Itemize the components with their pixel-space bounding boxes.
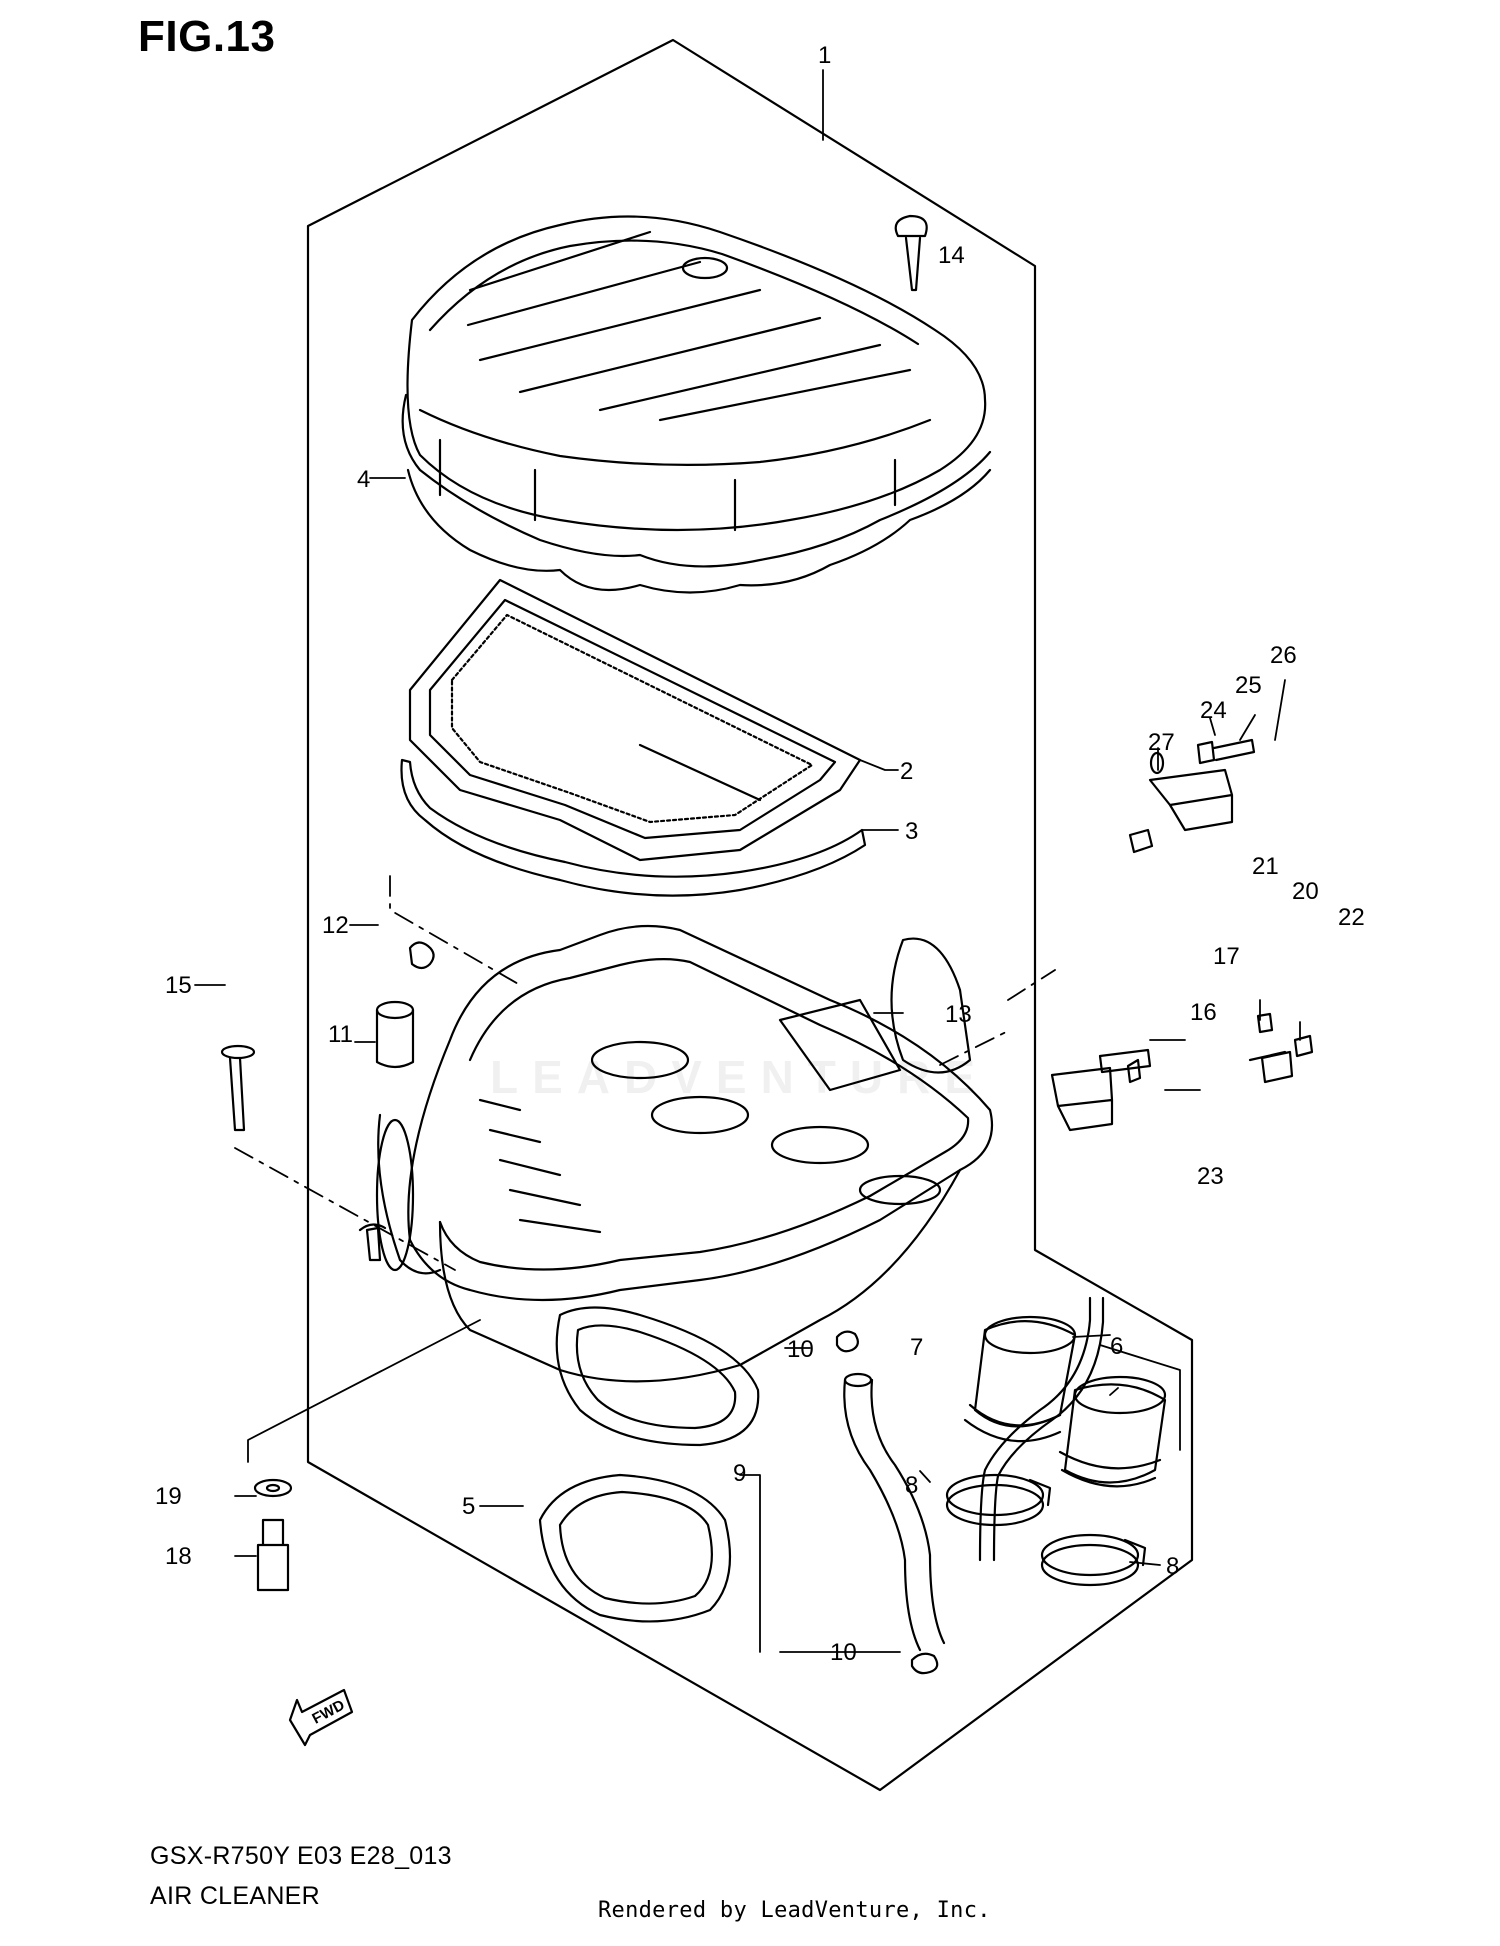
callout-numbers: 1 2 3 4 5 6 7 8 8 9 10 10 11 12 13 14 15… [155,42,1365,1666]
callout-10b: 10 [830,1639,857,1666]
callout-17: 17 [1213,943,1240,970]
fwd-arrow [288,1688,354,1747]
drain-hose [978,1296,1105,1562]
callout-26: 26 [1270,642,1297,669]
model-code: GSX-R750Y E03 E28_013 [150,1842,452,1870]
callout-7: 7 [910,1334,923,1361]
callout-14: 14 [938,242,965,269]
callout-19: 19 [155,1483,182,1510]
figure-name: AIR CLEANER [150,1882,321,1910]
callout-5: 5 [462,1493,475,1520]
callout-15: 15 [165,972,192,999]
callout-8a: 8 [905,1472,918,1499]
callout-25: 25 [1235,672,1262,699]
callout-21: 21 [1252,853,1279,880]
air-cleaner-case [375,924,994,1383]
assembly-outline [306,38,1194,1792]
callout-13: 13 [945,1001,972,1028]
callout-24: 24 [1200,697,1227,724]
breather-hose [843,1378,946,1652]
clamps [945,1473,1147,1587]
intake-seal [538,1306,760,1623]
filter-element [408,578,862,862]
funnel-boots [963,1315,1167,1488]
callout-10a: 10 [787,1336,814,1363]
watermark: LEADVENTURE [490,1051,990,1103]
callout-18: 18 [165,1543,192,1570]
callout-23: 23 [1197,1163,1224,1190]
callout-3: 3 [905,818,918,845]
callout-6: 6 [1110,1333,1123,1360]
callout-2: 2 [900,758,913,785]
fwd-label: FWD [309,1697,347,1728]
filter-gasket [400,758,867,897]
callout-8b: 8 [1166,1553,1179,1580]
figure-title: FIG.13 [138,12,276,61]
callout-27: 27 [1148,729,1175,756]
callout-1: 1 [818,42,831,69]
callout-4: 4 [357,466,370,493]
callout-22: 22 [1338,904,1365,931]
render-credit: Rendered by LeadVenture, Inc. [598,1898,991,1923]
callout-12: 12 [322,912,349,939]
callout-16: 16 [1190,999,1217,1026]
small-parts [220,214,1314,1675]
callout-9: 9 [733,1460,746,1487]
cover-assembly [401,215,992,594]
callout-11: 11 [328,1021,353,1048]
callout-20: 20 [1292,878,1319,905]
